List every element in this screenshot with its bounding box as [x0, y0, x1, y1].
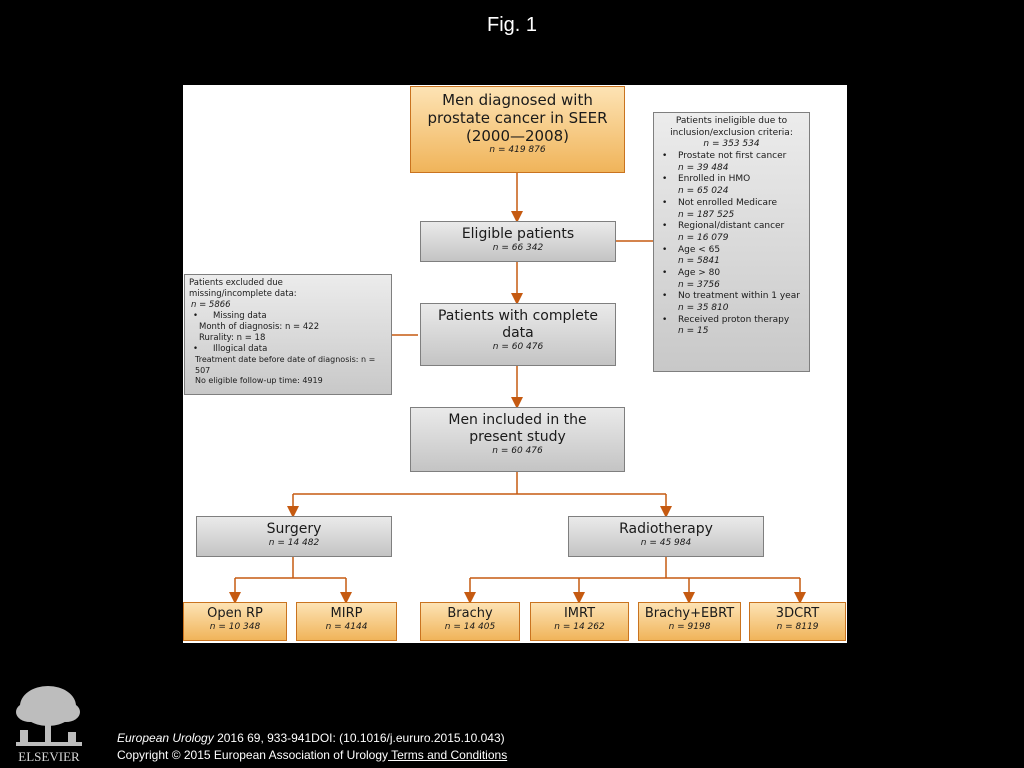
ineligible-item-count: n = 15	[678, 326, 709, 337]
citation-line: European Urology 2016 69, 933-941DOI: (1…	[117, 731, 505, 745]
box-included-line-2: present study	[469, 428, 566, 445]
ineligible-item-label: No treatment within 1 year	[678, 291, 800, 302]
ineligible-item-count: n = 187 525	[678, 209, 735, 220]
box-complete-line-2: data	[502, 324, 534, 341]
leaf-brachy-title: Brachy	[447, 606, 493, 621]
box-diagnosed-count: n = 419 876	[489, 145, 546, 155]
leaf-3dcrt: 3DCRT n = 8119	[749, 602, 846, 641]
box-surgery-count: n = 14 482	[268, 537, 320, 548]
ineligible-item-label: Prostate not first cancer	[678, 151, 787, 162]
leaf-3dcrt-count: n = 8119	[776, 621, 819, 632]
connector-lines	[229, 173, 806, 604]
ineligible-box: Patients ineligible due to inclusion/exc…	[653, 112, 810, 372]
leaf-imrt: IMRT n = 14 262	[530, 602, 629, 641]
leaf-brachy-count: n = 14 405	[444, 621, 496, 632]
leaf-mirp-count: n = 4144	[325, 621, 368, 632]
box-diagnosed-line-3: (2000—2008)	[465, 127, 570, 145]
excluded-total: n = 5866	[191, 300, 231, 311]
ineligible-item-count: n = 5841	[678, 256, 720, 267]
ineligible-total: n = 353 534	[703, 139, 760, 150]
ineligible-item-label: Not enrolled Medicare	[678, 197, 778, 208]
leaf-brachy-ebrt: Brachy+EBRT n = 9198	[638, 602, 741, 641]
terms-and-conditions-link[interactable]: Terms and Conditions	[388, 748, 508, 762]
ineligible-item-label: Regional/distant cancer	[678, 221, 785, 232]
box-included-line-1: Men included in the	[448, 412, 587, 428]
box-diagnosed-line-1: Men diagnosed with	[442, 91, 593, 109]
box-complete-count: n = 60 476	[492, 341, 544, 352]
box-surgery-title: Surgery	[266, 521, 322, 537]
flowchart-figure: Men diagnosed with prostate cancer in SE…	[183, 85, 847, 643]
elsevier-logo: ELSEVIER	[16, 686, 82, 764]
box-included: Men included in the present study n = 60…	[410, 407, 625, 472]
ineligible-heading-2: inclusion/exclusion criteria:	[670, 127, 793, 138]
excluded-list-illogical: •Illogical data	[189, 344, 387, 355]
ineligible-item-count: n = 3756	[678, 279, 720, 290]
box-surgery: Surgery n = 14 482	[196, 516, 392, 557]
box-eligible: Eligible patients n = 66 342	[420, 221, 616, 262]
elsevier-logo-text: ELSEVIER	[18, 749, 80, 764]
box-complete-line-1: Patients with complete	[437, 308, 599, 324]
ineligible-item-label: Enrolled in HMO	[678, 174, 751, 185]
citation-details: 2016 69, 933-941DOI: (10.1016/j.eururo.2…	[213, 731, 505, 745]
box-diagnosed: Men diagnosed with prostate cancer in SE…	[410, 86, 625, 173]
slide-title: Fig. 1	[486, 14, 538, 36]
box-radiotherapy-count: n = 45 984	[640, 537, 692, 548]
excluded-group-illogical: •Illogical data	[189, 344, 387, 355]
ineligible-item-label: Age < 65	[678, 244, 721, 255]
leaf-imrt-title: IMRT	[563, 606, 596, 621]
excluded-heading-2: missing/incomplete data:	[189, 289, 297, 300]
ineligible-item-label: Age > 80	[678, 267, 721, 278]
excluded-illogical-label: Illogical data	[213, 344, 268, 355]
excluded-missing-item: Month of diagnosis: n = 422	[199, 322, 320, 333]
leaf-mirp-title: MIRP	[330, 606, 363, 621]
excluded-missing-item: Rurality: n = 18	[199, 333, 266, 344]
leaf-imrt-count: n = 14 262	[554, 621, 605, 632]
excluded-illogical-item: Treatment date before date of diagnosis:…	[195, 355, 376, 375]
box-complete-data: Patients with complete data n = 60 476	[420, 303, 616, 366]
leaf-open-rp-count: n = 10 348	[209, 621, 261, 632]
excluded-illogical-item: No eligible follow-up time: 4919	[195, 376, 323, 386]
leaf-brachy: Brachy n = 14 405	[420, 602, 520, 641]
excluded-missing-label: Missing data	[213, 311, 267, 322]
box-eligible-count: n = 66 342	[492, 242, 544, 253]
excluded-heading-1: Patients excluded due	[189, 278, 283, 288]
copyright-line: Copyright © 2015 European Association of…	[117, 748, 507, 762]
journal-name: European Urology	[117, 731, 214, 745]
ineligible-item-label: Received proton therapy	[678, 314, 790, 325]
box-radiotherapy: Radiotherapy n = 45 984	[568, 516, 764, 557]
box-radiotherapy-title: Radiotherapy	[619, 521, 713, 537]
ineligible-item-count: n = 35 810	[678, 303, 729, 313]
leaf-mirp: MIRP n = 4144	[296, 602, 397, 641]
leaf-brachy-ebrt-count: n = 9198	[668, 621, 711, 632]
box-diagnosed-line-2: prostate cancer in SEER	[427, 109, 608, 127]
excluded-list: •Missing data	[189, 311, 387, 322]
ineligible-item-count: n = 16 079	[678, 232, 729, 243]
box-included-count: n = 60 476	[492, 445, 543, 456]
box-eligible-title: Eligible patients	[461, 226, 575, 242]
leaf-brachy-ebrt-title: Brachy+EBRT	[644, 606, 735, 621]
ineligible-item-count: n = 39 484	[678, 162, 729, 173]
excluded-box: Patients excluded due missing/incomplete…	[184, 274, 392, 395]
leaf-3dcrt-title: 3DCRT	[775, 606, 820, 621]
excluded-group-missing: •Missing data	[189, 311, 387, 322]
leaf-open-rp: Open RP n = 10 348	[183, 602, 287, 641]
ineligible-item-count: n = 65 024	[678, 186, 729, 197]
ineligible-heading-1: Patients ineligible due to	[675, 116, 788, 126]
copyright-text: Copyright © 2015 European Association of…	[117, 748, 389, 762]
leaf-open-rp-title: Open RP	[207, 606, 263, 621]
